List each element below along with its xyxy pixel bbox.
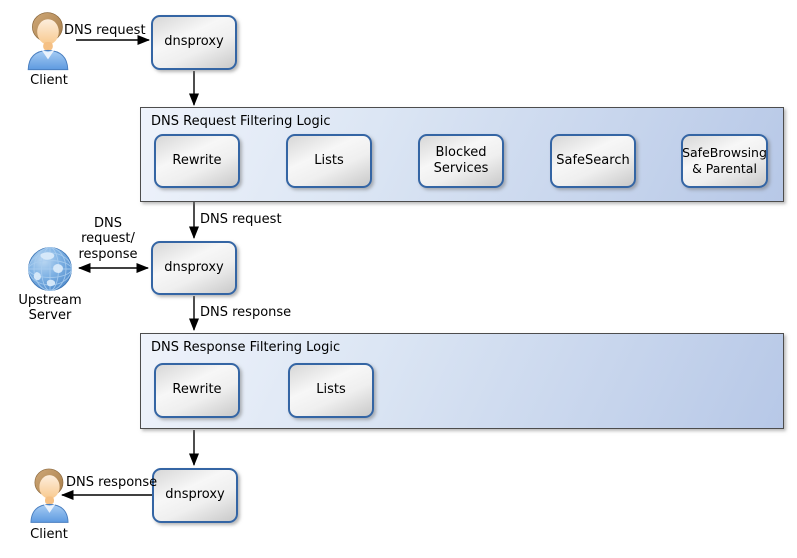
node-safebrowsing-parental: SafeBrowsing & Parental xyxy=(681,134,768,188)
node-dnsproxy-2: dnsproxy xyxy=(151,241,237,295)
node-dnsproxy-1: dnsproxy xyxy=(151,15,237,70)
edge-label-dns-request-mid: DNS request xyxy=(200,212,282,227)
edge-label-dns-request-top: DNS request xyxy=(64,23,146,38)
upstream-server-label: Upstream Server xyxy=(18,293,82,324)
group-dns-response-filtering: DNS Response Filtering Logic Rewrite Lis… xyxy=(140,333,784,429)
edge-label-dns-response-bottom: DNS response xyxy=(66,475,158,490)
client-top-label: Client xyxy=(30,73,68,88)
client-icon-top xyxy=(27,12,69,71)
node-rewrite-1: Rewrite xyxy=(154,134,240,188)
client-icon-bottom xyxy=(30,468,69,523)
group-title-request: DNS Request Filtering Logic xyxy=(151,114,331,129)
node-blocked-services: Blocked Services xyxy=(418,134,504,188)
node-lists-2: Lists xyxy=(288,363,374,418)
node-lists-1: Lists xyxy=(286,134,372,188)
globe-icon xyxy=(28,247,72,291)
edge-label-dns-response-mid: DNS response xyxy=(200,305,292,320)
edge-label-upstream-link: DNS request/ response xyxy=(78,216,138,262)
group-title-response: DNS Response Filtering Logic xyxy=(151,340,341,355)
client-bottom-label: Client xyxy=(30,527,68,542)
node-safesearch: SafeSearch xyxy=(550,134,636,188)
node-dnsproxy-3: dnsproxy xyxy=(152,468,238,523)
node-rewrite-2: Rewrite xyxy=(154,363,240,418)
group-dns-request-filtering: DNS Request Filtering Logic Rewrite List… xyxy=(140,107,784,202)
